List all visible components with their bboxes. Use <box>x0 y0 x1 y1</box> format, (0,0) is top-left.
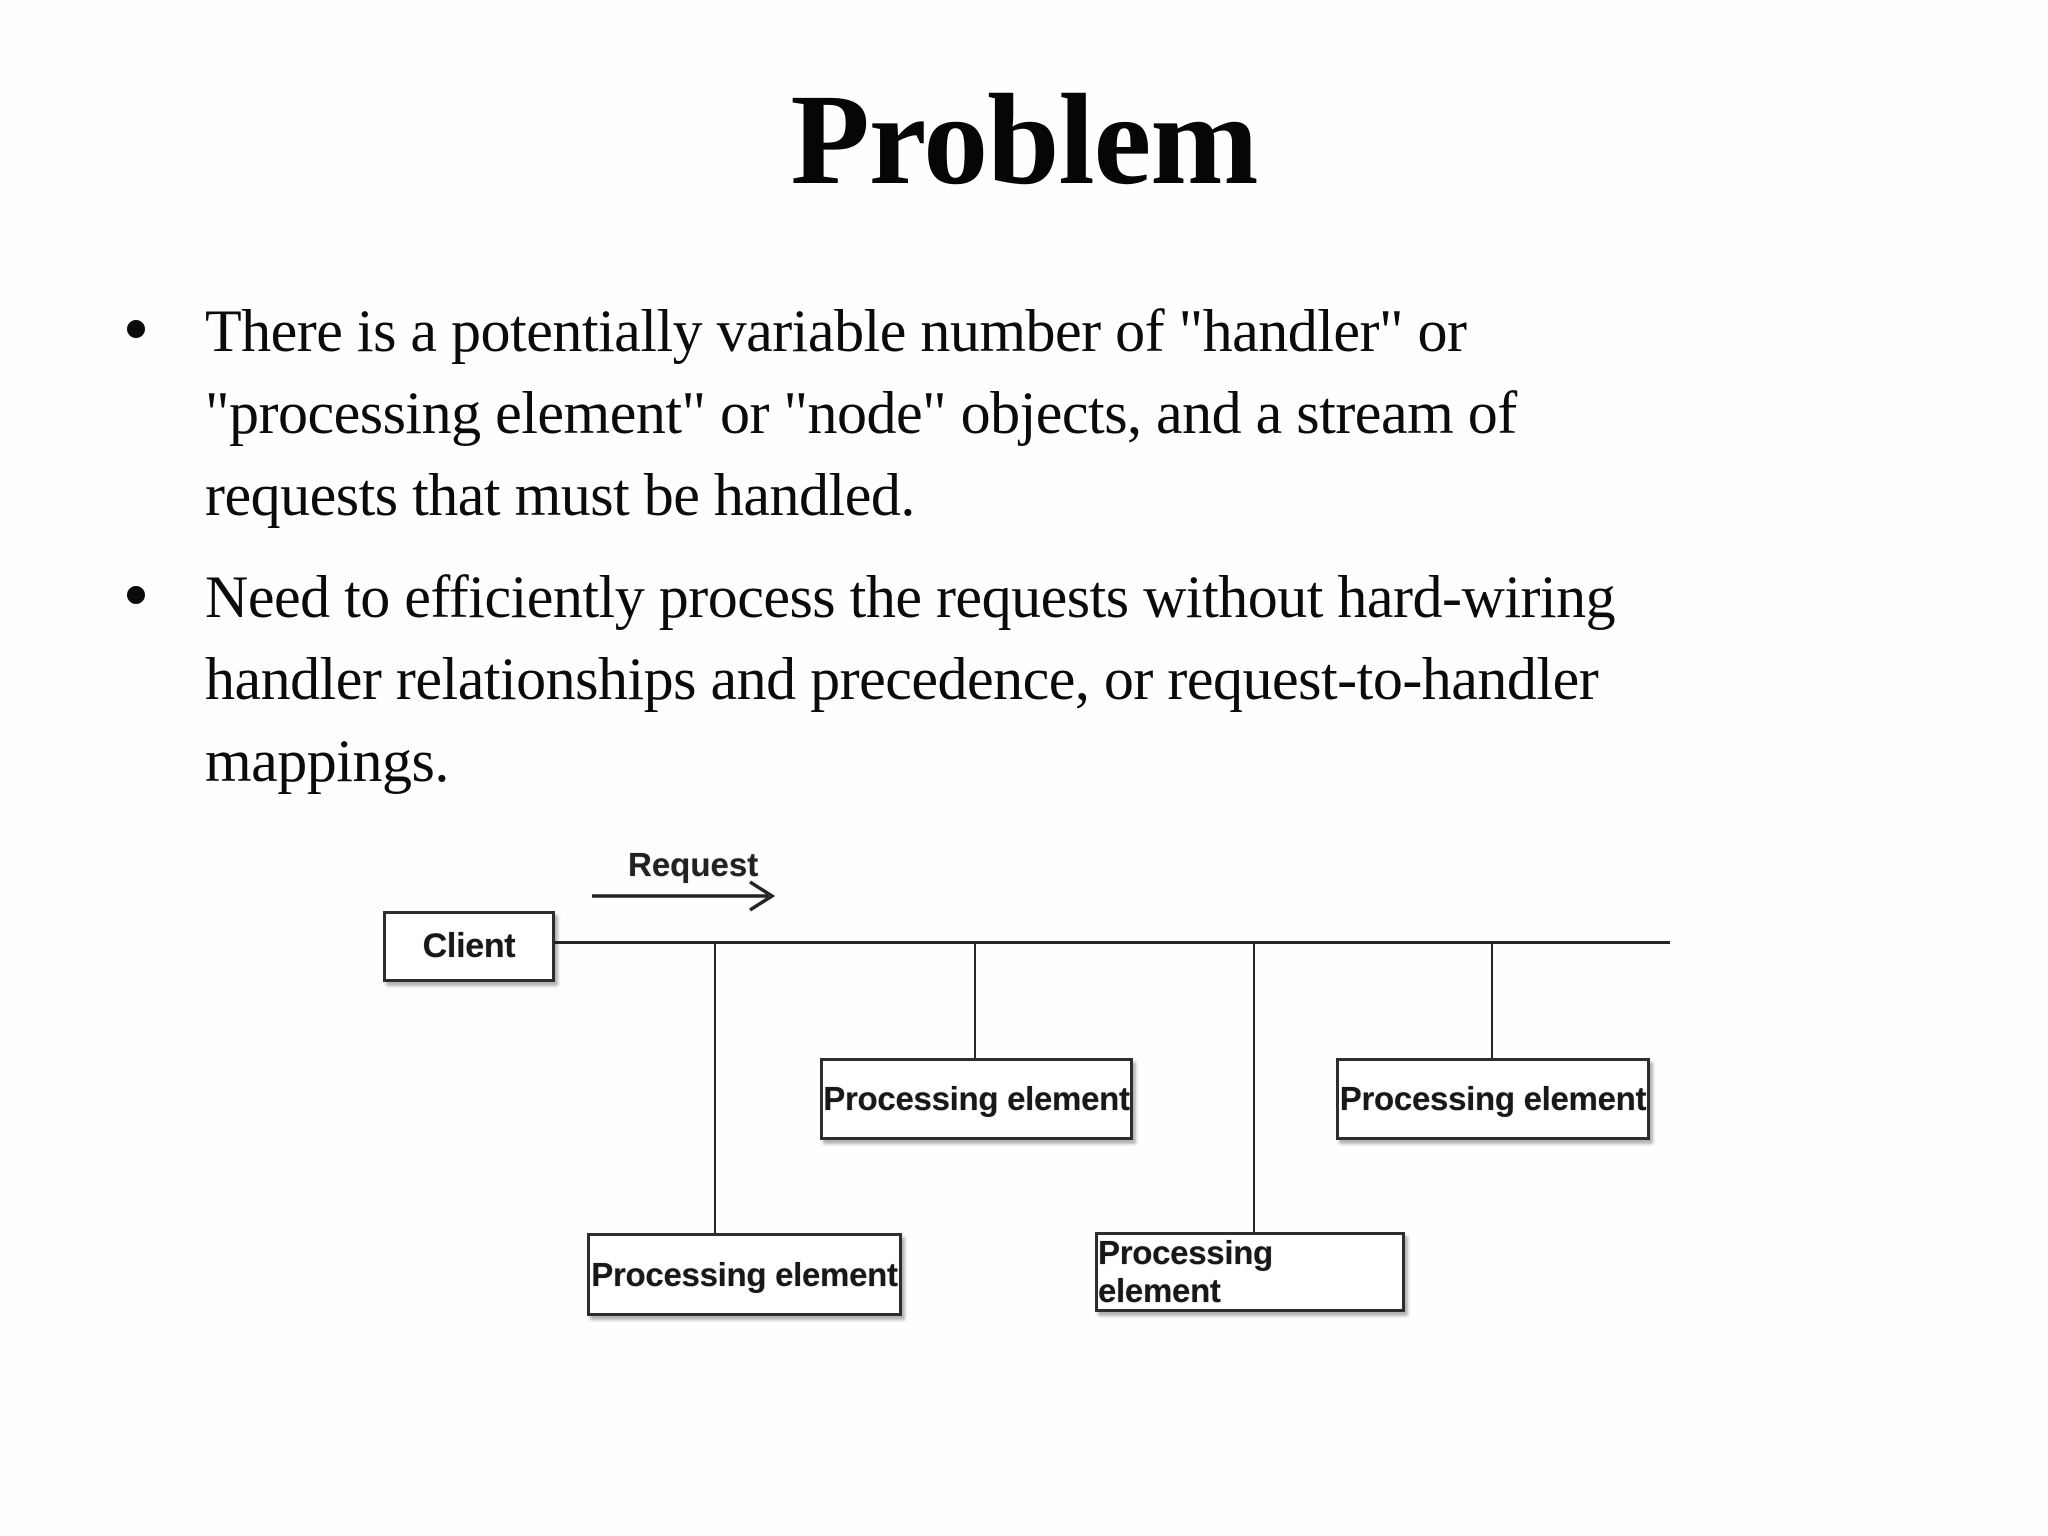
processing-element-label: Processing element <box>1098 1234 1273 1309</box>
processing-element-box-3: Processing element <box>587 1233 902 1316</box>
processing-element-box-4: Processing element <box>1095 1232 1405 1312</box>
client-box: Client <box>383 911 555 982</box>
processing-element-label: Processing element <box>591 1255 898 1293</box>
bullet-text-line: handler relationships and precedence, or… <box>205 646 1599 712</box>
bullet-list: There is a potentially variable number o… <box>125 290 1925 822</box>
bullet-text-line: requests that must be handled. <box>205 462 915 528</box>
bullet-marker <box>127 586 145 604</box>
request-label: Request <box>628 846 759 883</box>
client-label: Client <box>422 927 516 965</box>
bullet-text-line: There is a potentially variable number o… <box>205 298 1467 364</box>
arrow-right-icon <box>592 880 776 912</box>
processing-element-label: Processing element <box>823 1080 1130 1117</box>
bullet-text-line: "processing element" or "node" objects, … <box>205 380 1517 446</box>
bus-line <box>555 941 1670 944</box>
slide-title: Problem <box>790 68 1258 212</box>
connector-line-3 <box>1253 941 1255 1232</box>
bullet-item: Need to efficiently process the requests… <box>125 556 1925 802</box>
bullet-marker <box>127 320 145 338</box>
processing-element-box-1: Processing element <box>820 1058 1133 1140</box>
connector-line-2 <box>974 941 976 1058</box>
bullet-text-line: mappings. <box>205 728 449 794</box>
bullet-text-line: Need to efficiently process the requests… <box>205 564 1616 630</box>
connector-line-4 <box>1491 941 1493 1058</box>
connector-line-1 <box>714 941 716 1233</box>
bullet-item: There is a potentially variable number o… <box>125 290 1925 536</box>
processing-element-label: Processing element <box>1339 1080 1647 1117</box>
processing-element-box-2: Processing element <box>1336 1058 1650 1140</box>
